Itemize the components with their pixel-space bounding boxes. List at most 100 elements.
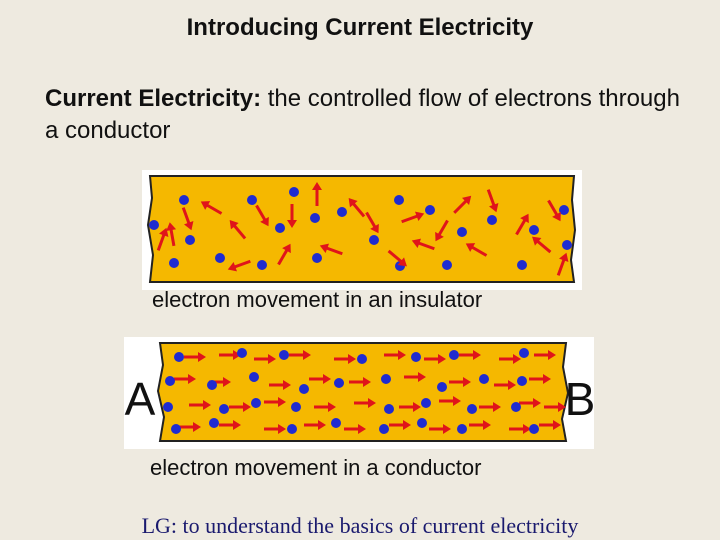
electron-arrow [344,424,366,434]
electron-arrow [349,377,371,387]
electron-dot [331,418,341,428]
electron-dot [312,253,322,263]
electron-arrow [289,350,311,360]
definition-text: Current Electricity: the controlled flow… [45,83,685,147]
electron-arrow [465,243,488,257]
electron-dot [171,424,181,434]
electron-arrow [287,204,297,228]
electron-arrow [529,374,551,384]
electron-arrow [312,182,322,206]
definition-body: the controlled flow of electrons through… [45,85,680,144]
electron-dot [517,260,527,270]
learning-goal: LG: to understand the basics of current … [0,513,720,539]
electron-dot [559,205,569,215]
electron-arrow [429,424,451,434]
electron-dot [457,227,467,237]
electron-arrow [509,424,531,434]
electron-arrow [348,198,366,218]
electron-dot [562,240,572,250]
electron-arrow [189,400,211,410]
learning-goal-text: to understand the basics of current elec… [177,513,579,538]
electron-dot [257,260,267,270]
electron-dot [219,404,229,414]
electron-dot [479,374,489,384]
electron-dot [299,384,309,394]
conductor-particles [163,348,566,434]
definition-term: Current Electricity: [45,85,262,112]
electron-dot [379,424,389,434]
electron-arrow [399,402,421,412]
electron-arrow [519,398,541,408]
electron-dot [310,213,320,223]
electron-dot [185,235,195,245]
electron-arrow [556,252,569,276]
electron-arrow [439,396,461,406]
electron-dot [215,253,225,263]
electron-arrow [424,354,446,364]
electron-dot [174,352,184,362]
electron-dot [275,223,285,233]
insulator-diagram [142,170,582,290]
electron-arrow [401,211,425,224]
learning-goal-prefix: LG: [141,513,178,538]
electron-arrow [227,259,251,272]
electron-dot [529,225,539,235]
electron-arrow [179,422,201,432]
insulator-wire [146,175,577,283]
slide-title: Introducing Current Electricity [186,14,534,41]
electron-dot [249,372,259,382]
electron-dot [337,207,347,217]
electron-arrow [479,402,501,412]
electron-dot [369,235,379,245]
electron-arrow [166,222,177,247]
electron-dot [529,424,539,434]
electron-arrow [547,199,561,222]
electron-dot [411,352,421,362]
electron-dot [417,418,427,428]
electron-dot [149,220,159,230]
electron-dot [437,382,447,392]
electron-dot [237,348,247,358]
electron-arrow [453,195,472,214]
insulator-caption: electron movement in an insulator [152,287,483,312]
electron-arrow [219,350,241,360]
electron-dot [207,380,217,390]
electron-arrow [181,207,194,231]
electron-dot [334,378,344,388]
electron-arrow [254,354,276,364]
electron-dot [287,424,297,434]
electron-arrow [264,424,286,434]
electron-dot [209,418,219,428]
electron-dot [421,398,431,408]
electron-arrow [389,420,411,430]
electron-arrow [384,350,406,360]
conductor-wire [156,342,570,442]
electron-arrow [354,398,376,408]
electron-arrow [365,211,379,234]
electron-dot [289,187,299,197]
electron-arrow [314,402,336,412]
electron-arrow [255,204,269,227]
electron-arrow [264,397,286,407]
electron-dot [511,402,521,412]
electron-arrow [200,201,223,215]
electron-arrow [494,380,516,390]
electron-dot [247,195,257,205]
electron-arrow [387,249,407,267]
electron-dot [163,402,173,412]
electron-dot [357,354,367,364]
conductor-diagram: A B [124,337,594,449]
electron-dot [449,350,459,360]
electron-arrow [539,420,561,430]
conductor-caption: electron movement in a conductor [150,455,482,480]
electron-arrow [269,380,291,390]
electron-dot [487,215,497,225]
electron-dot [279,350,289,360]
electron-dot [442,260,452,270]
electron-arrow [309,374,331,384]
electron-arrow [544,402,566,412]
end-b-label: B [565,373,594,425]
electron-arrow [404,372,426,382]
end-a-label: A [125,373,156,425]
electron-arrow [486,189,499,213]
